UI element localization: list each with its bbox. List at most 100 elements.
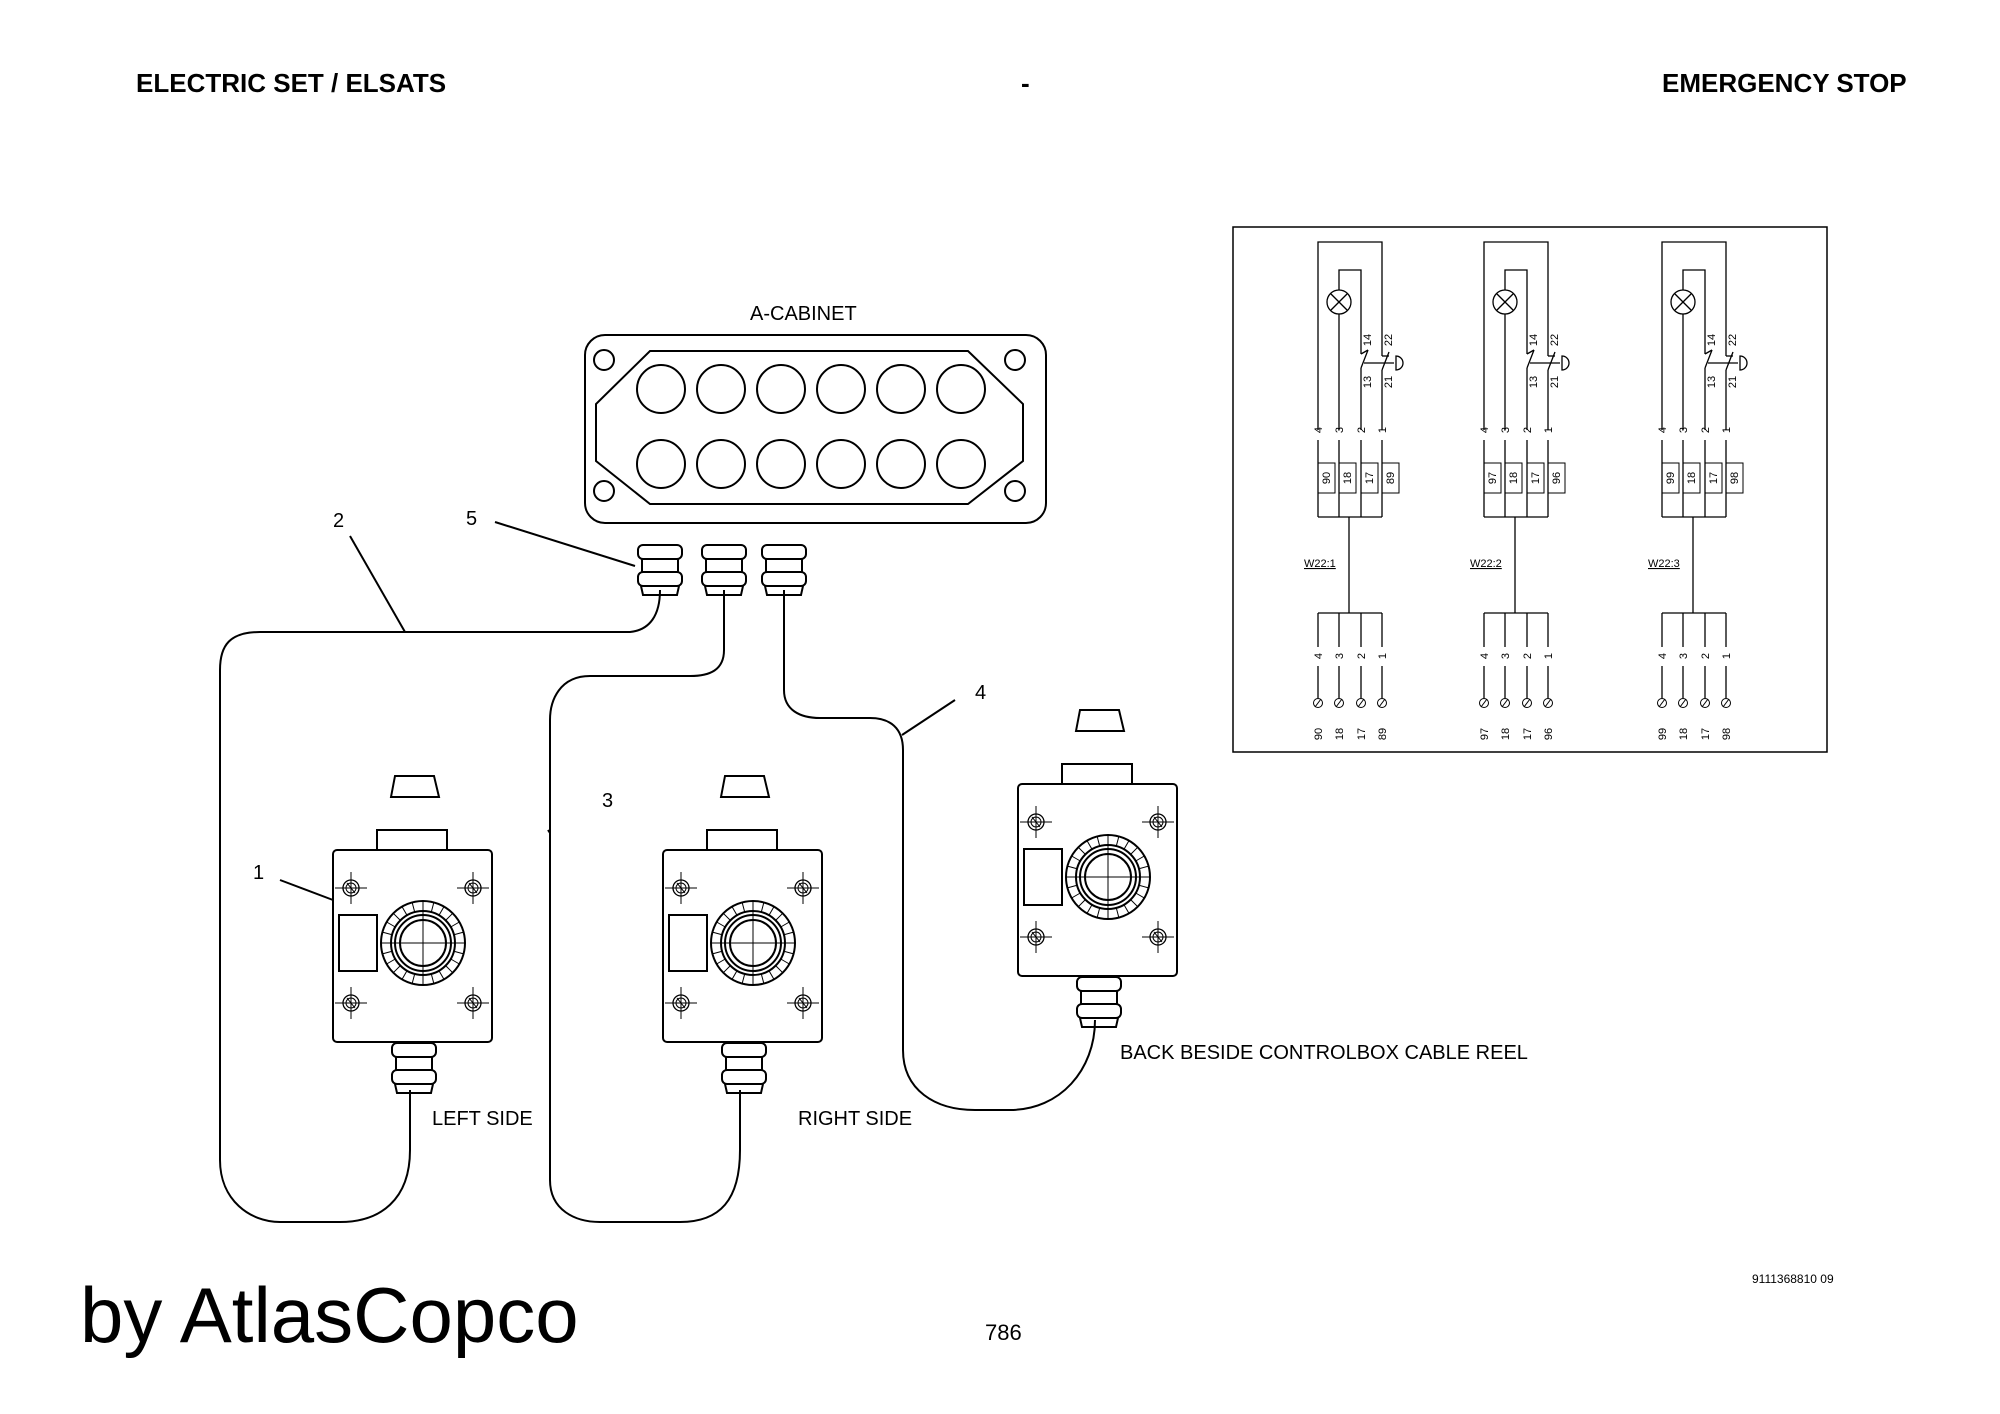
terminal-screw-icon	[1313, 698, 1323, 708]
cable-gland	[721, 1042, 767, 1094]
pin-number: 3	[1334, 427, 1346, 433]
screw-icon	[665, 987, 697, 1019]
leader-2	[349, 535, 406, 633]
terminal-number: 17	[1522, 728, 1534, 740]
cabinet-label: A-CABINET	[750, 303, 857, 325]
cabinet-hole	[816, 439, 866, 489]
terminal-box	[1526, 462, 1545, 494]
terminal-screw-icon	[1500, 698, 1510, 708]
terminal-box	[1483, 462, 1502, 494]
terminal-number: 96	[1543, 728, 1555, 740]
terminal-screw-icon	[1479, 698, 1489, 708]
terminal-number: 18	[1334, 728, 1346, 740]
contact-number: 22	[1727, 334, 1739, 346]
terminal-number: 98	[1729, 472, 1741, 484]
cabinet-hole	[756, 439, 806, 489]
terminal-screw-icon	[1356, 698, 1366, 708]
contact-number: 13	[1706, 376, 1718, 388]
pin-number: 3	[1678, 427, 1690, 433]
cable-label: W22:2	[1470, 558, 1502, 570]
terminal-number: 90	[1313, 728, 1325, 740]
contact-number: 14	[1706, 334, 1718, 346]
terminal-number: 96	[1551, 472, 1563, 484]
estop-station-back	[1017, 709, 1178, 1028]
contact-number: 13	[1528, 376, 1540, 388]
leader-5	[494, 521, 636, 567]
terminal-box	[1704, 462, 1723, 494]
estop-station-left	[332, 775, 493, 1094]
pin-number: 1	[1721, 653, 1733, 659]
terminal-screw-icon	[1700, 698, 1710, 708]
pin-number: 4	[1657, 653, 1669, 659]
estop-switch-icon	[1704, 349, 1748, 430]
cabinet-hole	[696, 439, 746, 489]
terminal-box	[1661, 462, 1680, 494]
cabinet-hole	[936, 364, 986, 414]
screw-icon	[1020, 806, 1052, 838]
contact-number: 21	[1727, 376, 1739, 388]
terminal-box	[1504, 462, 1523, 494]
pin-number: 4	[1479, 427, 1491, 433]
left-side-label: LEFT SIDE	[432, 1108, 533, 1130]
terminal-number: 18	[1678, 728, 1690, 740]
cable-2	[219, 589, 661, 1223]
cable-gland	[701, 544, 747, 596]
terminal-number: 99	[1657, 728, 1669, 740]
a-cabinet	[584, 334, 1047, 524]
estop-station-right	[662, 775, 823, 1094]
terminal-number: 18	[1508, 472, 1520, 484]
leader-3	[547, 829, 551, 834]
terminal-number: 99	[1665, 472, 1677, 484]
terminal-number: 97	[1479, 728, 1491, 740]
header-center: -	[1021, 68, 1030, 98]
terminal-number: 89	[1385, 472, 1397, 484]
lamp-icon	[1326, 289, 1352, 315]
terminal-number: 18	[1500, 728, 1512, 740]
callout-4: 4	[975, 682, 987, 704]
terminal-number: 17	[1700, 728, 1712, 740]
cable-4	[783, 590, 1096, 1111]
screw-icon	[335, 987, 367, 1019]
contact-number: 22	[1549, 334, 1561, 346]
terminal-box	[1547, 462, 1566, 494]
callout-1: 1	[253, 862, 265, 884]
terminal-number: 17	[1364, 472, 1376, 484]
terminal-screw-icon	[1678, 698, 1688, 708]
cable-label: W22:3	[1648, 558, 1680, 570]
terminal-number: 89	[1377, 728, 1389, 740]
back-label: BACK BESIDE CONTROLBOX CABLE REEL	[1120, 1042, 1528, 1064]
contact-number: 14	[1528, 334, 1540, 346]
contact-number: 14	[1362, 334, 1374, 346]
cable-gland	[637, 544, 683, 596]
cable-3	[549, 590, 741, 1223]
cabinet-hole	[876, 439, 926, 489]
pin-number: 4	[1313, 653, 1325, 659]
cabinet-hole	[876, 364, 926, 414]
pin-number: 2	[1356, 653, 1368, 659]
leader-1	[279, 879, 334, 901]
pin-number: 3	[1334, 653, 1346, 659]
cable-gland	[1076, 976, 1122, 1028]
page-number: 786	[985, 1320, 1022, 1345]
stop-button-top	[719, 775, 771, 798]
terminal-box	[1682, 462, 1701, 494]
stop-button-top	[389, 775, 441, 798]
terminal-box	[1381, 462, 1400, 494]
cable-label: W22:1	[1304, 558, 1336, 570]
terminal-box	[1317, 462, 1336, 494]
terminal-box	[1725, 462, 1744, 494]
pin-number: 1	[1377, 427, 1389, 433]
cabinet-hole	[816, 364, 866, 414]
schematic-panel	[1232, 226, 1828, 753]
terminal-screw-icon	[1721, 698, 1731, 708]
screw-icon	[787, 872, 819, 904]
pin-number: 4	[1657, 427, 1669, 433]
terminal-number: 17	[1530, 472, 1542, 484]
header-left: ELECTRIC SET / ELSATS	[136, 68, 447, 98]
pin-number: 1	[1721, 427, 1733, 433]
doc-number: 9111368810 09	[1752, 1272, 1834, 1286]
terminal-screw-icon	[1334, 698, 1344, 708]
